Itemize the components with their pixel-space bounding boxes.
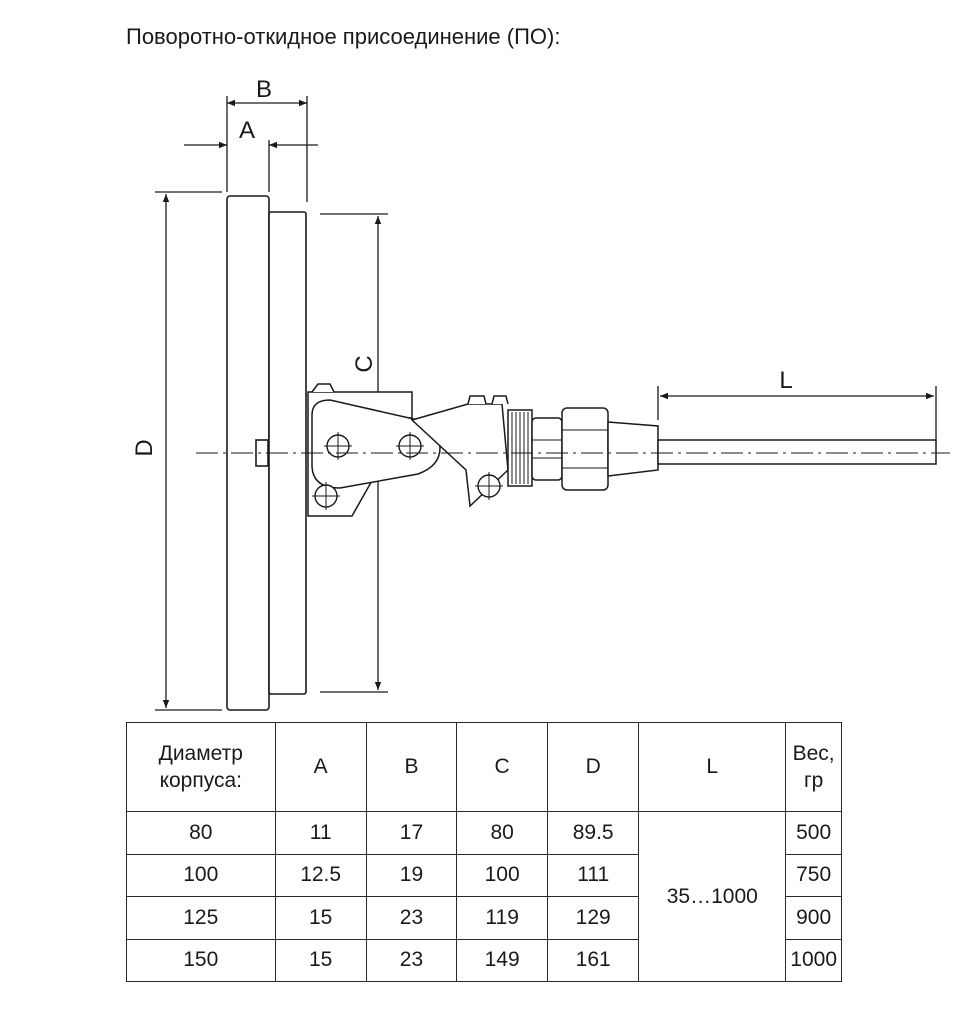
arm-notch [467, 395, 509, 405]
cell-d: 161 [547, 938, 640, 982]
header-c: C [456, 722, 549, 812]
header-a: A [274, 722, 367, 812]
cell-weight: 750 [785, 853, 842, 897]
table-row: 150 15 23 149 161 1000 [126, 938, 842, 982]
header-weight: Вес, гр [785, 722, 842, 812]
table-row: 125 15 23 119 129 900 [126, 896, 842, 940]
cell-b: 23 [365, 938, 458, 982]
table-row: 100 12.5 19 100 111 750 [126, 853, 842, 897]
hex-nut-small [531, 417, 563, 481]
header-l: L [638, 722, 787, 812]
table-row: 80 11 17 80 89.5 35…1000 500 [126, 811, 842, 982]
header-d: D [547, 722, 640, 812]
cell-diameter: 100 [126, 853, 276, 897]
cell-c: 100 [456, 853, 549, 897]
dimension-label-a: A [239, 117, 255, 144]
dimension-label-l: L [779, 367, 792, 394]
cell-weight: 900 [785, 896, 842, 940]
thermometer-drawing: B A D C L [131, 76, 950, 711]
dimension-label-d: D [131, 439, 158, 456]
cell-l-merged: 35…1000 [638, 811, 787, 982]
cell-a: 11 [274, 811, 367, 855]
cell-a: 15 [274, 896, 367, 940]
dimensions-table: Диаметр корпуса: A B C D L Вес, гр 80 11… [126, 722, 842, 982]
cell-weight: 500 [785, 811, 842, 855]
cell-diameter: 80 [126, 811, 276, 855]
cell-a: 15 [274, 938, 367, 982]
table-header-row: Диаметр корпуса: A B C D L Вес, гр [126, 722, 842, 812]
cell-b: 17 [365, 811, 458, 855]
cell-c: 149 [456, 938, 549, 982]
cell-weight: 1000 [785, 938, 842, 982]
header-b: B [365, 722, 458, 812]
page-title: Поворотно-откидное присоединение (ПО): [126, 24, 561, 49]
hex-nut-large [561, 407, 609, 491]
dimension-label-b: B [256, 76, 272, 103]
cell-diameter: 125 [126, 896, 276, 940]
cell-c: 119 [456, 896, 549, 940]
compression-fitting [607, 421, 659, 477]
dimension-label-c: C [351, 355, 378, 372]
bracket-tab [311, 383, 335, 393]
header-diameter: Диаметр корпуса: [126, 722, 276, 812]
cell-a: 12.5 [274, 853, 367, 897]
cell-diameter: 150 [126, 938, 276, 982]
cell-c: 80 [456, 811, 549, 855]
cell-d: 89.5 [547, 811, 640, 855]
cell-d: 129 [547, 896, 640, 940]
cell-d: 111 [547, 853, 640, 897]
probe-stem [657, 439, 937, 465]
cell-b: 19 [365, 853, 458, 897]
cell-b: 23 [365, 896, 458, 940]
